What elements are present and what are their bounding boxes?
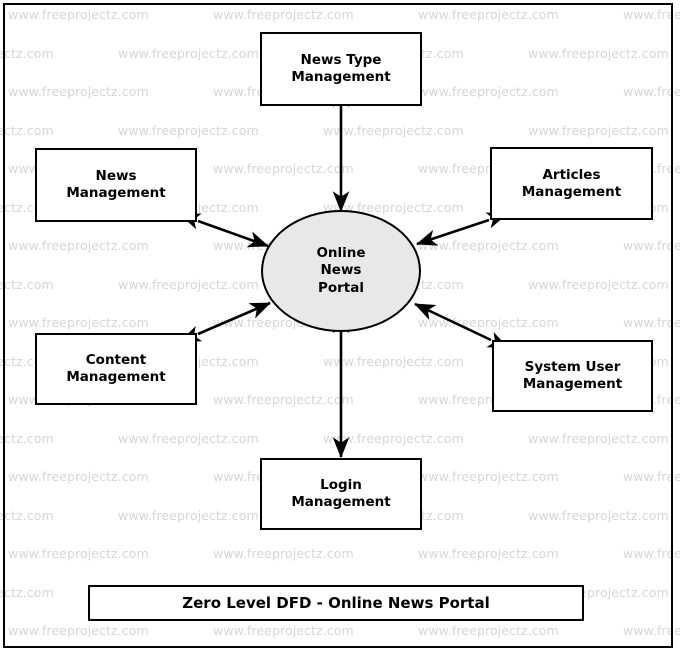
diagram-frame-border	[3, 3, 673, 648]
diagram-caption-box: Zero Level DFD - Online News Portal	[88, 585, 584, 621]
entity-news-management[interactable]: News Management	[35, 148, 197, 222]
entity-login-management-label: Login Management	[291, 477, 391, 510]
entity-articles-management-label: Articles Management	[521, 166, 622, 200]
entity-system-user-management-label: System User Management	[522, 359, 623, 392]
entity-content-management[interactable]: Content Management	[35, 333, 197, 405]
entity-news-management-label: News Management	[66, 168, 166, 201]
central-process-label: Online News Portal	[316, 244, 366, 296]
entity-articles-management[interactable]: Articles Management	[490, 147, 653, 220]
entity-news-type-management-label: News Type Management	[291, 52, 391, 85]
entity-news-type-management[interactable]: News Type Management	[260, 32, 422, 106]
entity-content-management-label: Content Management	[66, 352, 166, 385]
diagram-caption-text: Zero Level DFD - Online News Portal	[182, 594, 490, 612]
central-process-bubble[interactable]: Online News Portal	[261, 210, 421, 332]
entity-login-management[interactable]: Login Management	[260, 458, 422, 530]
entity-system-user-management[interactable]: System User Management	[492, 340, 653, 412]
